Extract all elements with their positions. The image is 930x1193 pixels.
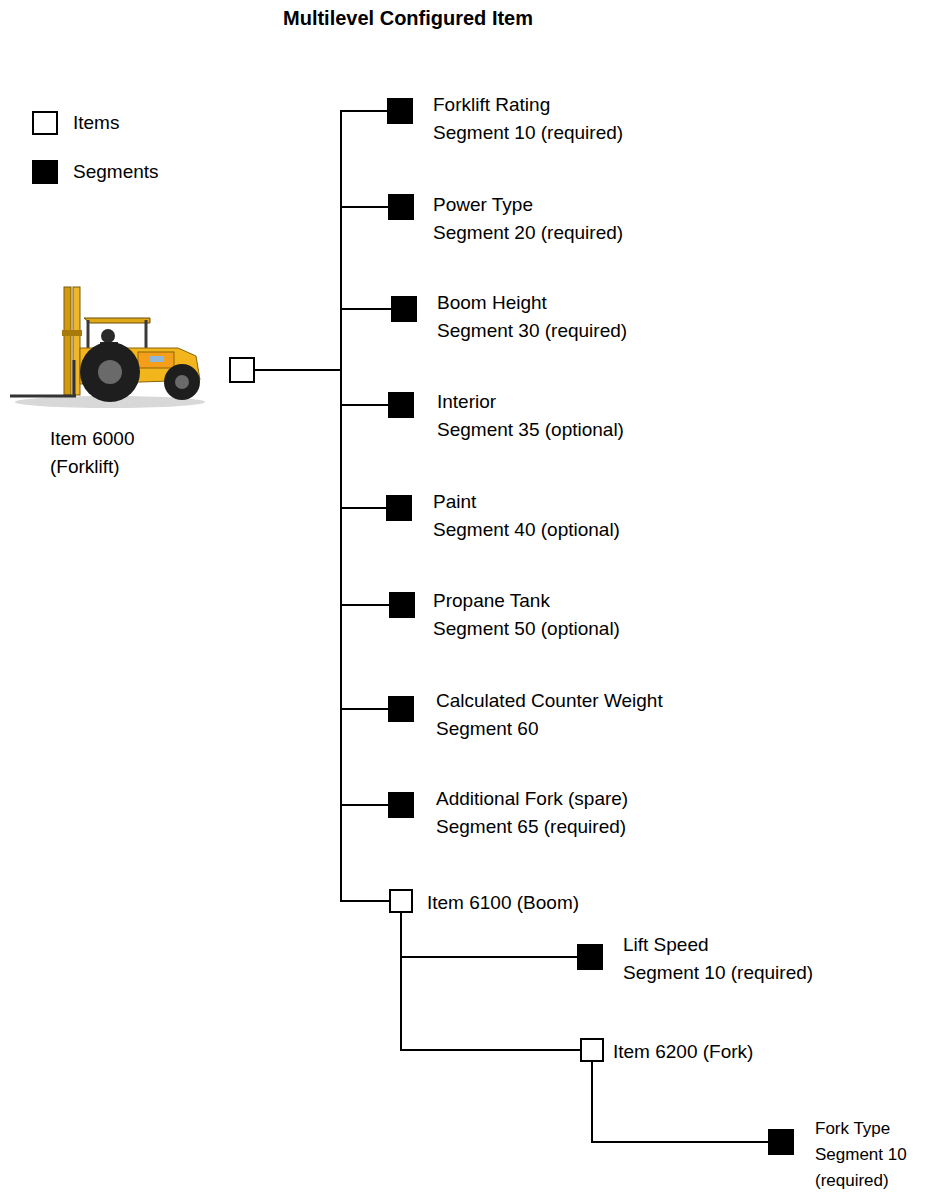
forklift-drawing	[10, 287, 205, 408]
node-label-group: Item 6200 (Fork)	[613, 1038, 753, 1066]
node-text: Segment 10 (required)	[623, 959, 813, 987]
node-text: Segment 50 (optional)	[433, 615, 620, 643]
engine-cover	[138, 352, 174, 368]
rear-wheel	[80, 342, 140, 402]
tree-connector	[401, 913, 580, 1050]
tree-connector	[255, 309, 391, 370]
node-label-group: Additional Fork (spare)Segment 65 (requi…	[436, 785, 628, 841]
segment-box: Forklift RatingSegment 10 (required)	[387, 98, 413, 124]
node-text: Lift Speed	[623, 931, 813, 959]
legend-swatch	[32, 111, 58, 135]
node-label-group: Forklift RatingSegment 10 (required)	[433, 91, 623, 147]
node-text: Segment 30 (required)	[437, 317, 627, 345]
node-label-group: Item 6000(Forklift)	[50, 425, 135, 481]
mast-crossbar	[62, 330, 82, 336]
node-text: Calculated Counter Weight	[436, 687, 663, 715]
driver-head	[101, 329, 115, 343]
cab-roof	[84, 318, 150, 323]
node-text: Interior	[437, 388, 624, 416]
segment-box: PaintSegment 40 (optional)	[386, 495, 412, 521]
front-wheel	[164, 364, 200, 400]
node-text: Segment 65 (required)	[436, 813, 628, 841]
node-text: Segment 10 (required)	[433, 119, 623, 147]
mast-rail	[64, 287, 71, 395]
item-box: Item 6000(Forklift)	[229, 357, 255, 383]
segment-box: InteriorSegment 35 (optional)	[388, 392, 414, 418]
mast-rail	[73, 287, 80, 395]
node-text: (Forklift)	[50, 453, 135, 481]
segment-box: Power TypeSegment 20 (required)	[388, 194, 414, 220]
tree-connector	[255, 207, 388, 370]
rear-hub	[98, 360, 122, 384]
node-text: Segment 10 (required)	[815, 1142, 927, 1193]
diagram-title: Multilevel Configured Item	[283, 6, 533, 30]
tree-connector	[401, 913, 577, 957]
node-label-group: Fork TypeSegment 10 (required)	[815, 1116, 927, 1193]
tree-connector	[592, 1062, 768, 1142]
node-text: Additional Fork (spare)	[436, 785, 628, 813]
node-text: Segment 60	[436, 715, 663, 743]
node-label-group: Propane TankSegment 50 (optional)	[433, 587, 620, 643]
cab-pillar	[145, 320, 148, 348]
node-text: Segment 20 (required)	[433, 219, 623, 247]
node-text: Propane Tank	[433, 587, 620, 615]
tree-connector	[255, 370, 388, 805]
node-label-group: Power TypeSegment 20 (required)	[433, 191, 623, 247]
fork-shank	[73, 360, 76, 396]
node-text: Segment 40 (optional)	[433, 516, 620, 544]
node-label-group: Boom HeightSegment 30 (required)	[437, 289, 627, 345]
item-box: Item 6200 (Fork)	[580, 1038, 604, 1062]
node-label-group: InteriorSegment 35 (optional)	[437, 388, 624, 444]
body-badge	[150, 356, 164, 362]
tree-connector	[255, 370, 388, 405]
node-text: Boom Height	[437, 289, 627, 317]
segment-box: Fork TypeSegment 10 (required)	[768, 1129, 794, 1155]
node-text: Fork Type	[815, 1116, 927, 1142]
tree-connector	[255, 370, 389, 605]
tree-connector	[255, 370, 388, 709]
segment-box: Additional Fork (spare)Segment 65 (requi…	[388, 792, 414, 818]
tree-connector	[255, 370, 386, 508]
tree-connector	[255, 111, 387, 370]
item-box: Item 6100 (Boom)	[389, 889, 413, 913]
node-text: Item 6100 (Boom)	[427, 889, 579, 917]
node-label-group: Lift SpeedSegment 10 (required)	[623, 931, 813, 987]
segment-box: Propane TankSegment 50 (optional)	[389, 592, 415, 618]
node-text: Forklift Rating	[433, 91, 623, 119]
node-label-group: Item 6100 (Boom)	[427, 889, 579, 917]
node-label-group: Calculated Counter WeightSegment 60	[436, 687, 663, 743]
legend-text: Segments	[73, 160, 159, 184]
segment-box: Lift SpeedSegment 10 (required)	[577, 944, 603, 970]
cab-pillar	[87, 320, 90, 348]
front-hub	[175, 375, 189, 389]
tree-connector	[255, 370, 389, 901]
node-label-group: PaintSegment 40 (optional)	[433, 488, 620, 544]
node-text: Segment 35 (optional)	[437, 416, 624, 444]
fork-tine	[10, 395, 76, 398]
segment-box: Calculated Counter WeightSegment 60	[388, 696, 414, 722]
legend-swatch	[32, 160, 58, 184]
node-text: Power Type	[433, 191, 623, 219]
node-text: Paint	[433, 488, 620, 516]
segment-box: Boom HeightSegment 30 (required)	[391, 296, 417, 322]
node-text: Item 6000	[50, 425, 135, 453]
node-text: Item 6200 (Fork)	[613, 1038, 753, 1066]
legend-text: Items	[73, 111, 119, 135]
